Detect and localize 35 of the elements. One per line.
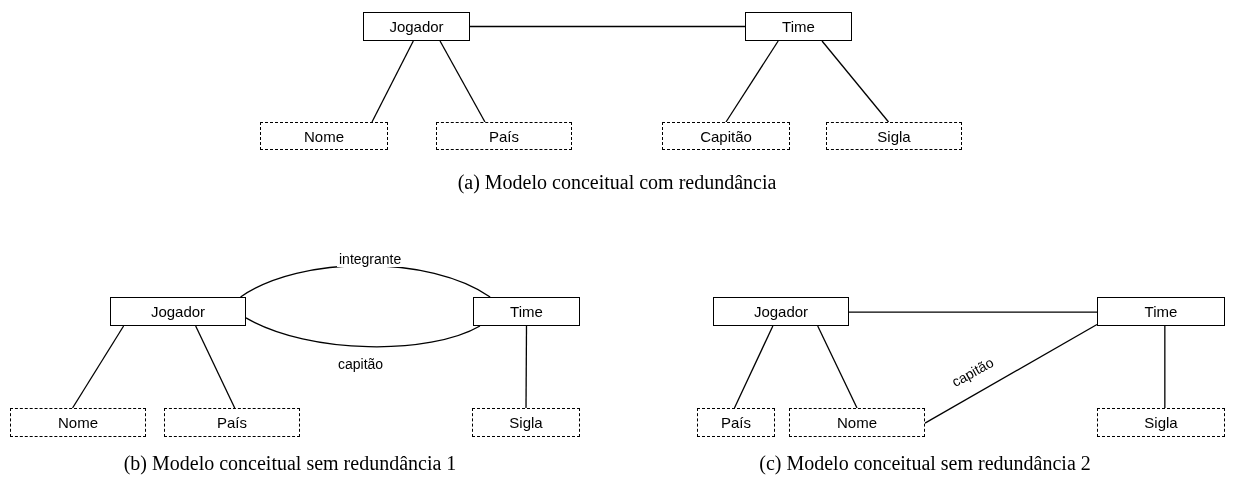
connector-line: [469, 25, 746, 28]
connector-line: [525, 325, 528, 409]
entity-box: Jogador: [363, 12, 470, 41]
attribute-box: País: [436, 122, 572, 150]
figure-caption: (a) Modelo conceitual com redundância: [457, 171, 777, 194]
connector-line: [848, 311, 1098, 313]
attribute-box: Capitão: [662, 122, 790, 150]
connector-line: [439, 40, 486, 123]
connector-line: [924, 323, 1098, 424]
entity-box: Time: [745, 12, 852, 41]
entity-box: Jogador: [110, 297, 246, 326]
attribute-box: Sigla: [1097, 408, 1225, 437]
connector-line: [821, 40, 890, 123]
connector-line: [245, 317, 481, 348]
entity-box: Time: [1097, 297, 1225, 326]
attribute-box: Sigla: [472, 408, 580, 437]
connector-line: [71, 325, 125, 409]
attribute-box: Nome: [789, 408, 925, 437]
attribute-box: Sigla: [826, 122, 962, 150]
connector-line: [817, 325, 858, 409]
attribute-box: País: [697, 408, 775, 437]
figure-caption: (b) Modelo conceitual sem redundância 1: [123, 452, 457, 475]
attribute-box: País: [164, 408, 300, 437]
attribute-box: Nome: [260, 122, 388, 150]
connector-line: [725, 40, 779, 123]
edge-label: capitão: [336, 356, 386, 372]
entity-box: Jogador: [713, 297, 849, 326]
attribute-box: Nome: [10, 408, 146, 437]
connector-line: [733, 325, 774, 409]
connector-line: [195, 325, 236, 409]
edge-label: integrante: [337, 251, 404, 267]
entity-box: Time: [473, 297, 580, 326]
connector-line: [371, 40, 414, 123]
figure-caption: (c) Modelo conceitual sem redundância 2: [759, 452, 1091, 475]
connector-line: [1164, 325, 1166, 409]
